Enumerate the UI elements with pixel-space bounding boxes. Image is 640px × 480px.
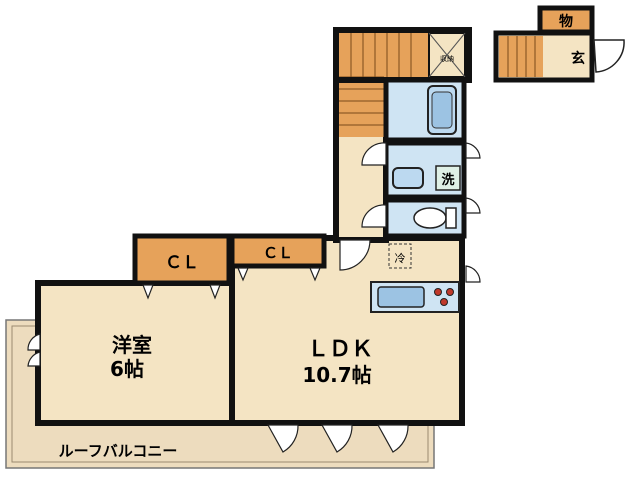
- balcony-door-3[interactable]: [376, 424, 409, 453]
- ldk-entry-door[interactable]: [339, 239, 371, 271]
- doors: [27, 142, 481, 453]
- western-room: [35, 280, 235, 426]
- closet-1-label: ＣＬ: [165, 253, 199, 273]
- balcony-door-2[interactable]: [320, 424, 353, 453]
- wash-door-2[interactable]: [465, 197, 481, 214]
- toilet-icon: [413, 207, 457, 229]
- western-room-name: 洋室: [112, 333, 152, 357]
- closet-2-label: ＣＬ: [263, 244, 293, 262]
- bath-door[interactable]: [361, 142, 387, 166]
- wash-door[interactable]: [465, 142, 481, 159]
- closet-1: [132, 233, 232, 286]
- entrance-label: 玄: [571, 50, 585, 67]
- closet-2: [229, 233, 327, 269]
- balcony-label: ルーフバルコニー: [59, 442, 178, 460]
- balcony-door-1[interactable]: [266, 424, 299, 453]
- western-room-size: 6帖: [110, 357, 144, 381]
- ldk-side-door[interactable]: [465, 265, 481, 283]
- ldk-size: 10.7帖: [302, 363, 371, 387]
- fridge-label: 冷: [395, 252, 406, 265]
- entrance-door[interactable]: [593, 39, 625, 73]
- toilet-door[interactable]: [361, 204, 387, 228]
- kitchen-sink-icon: [377, 286, 425, 308]
- room-door-2[interactable]: [27, 351, 41, 367]
- washer-space: [435, 165, 461, 191]
- staircase: [339, 33, 429, 137]
- ldk-name: ＬＤＫ: [307, 337, 373, 362]
- room-door[interactable]: [27, 333, 41, 351]
- stove-icon: [434, 288, 454, 306]
- sink-icon: [392, 167, 424, 189]
- stair-storage-label: 収納: [440, 54, 454, 63]
- entrance-stairs: [499, 36, 543, 77]
- washer-label: 洗: [441, 172, 454, 188]
- fridge-space: [388, 243, 412, 269]
- storage-label: 物: [559, 13, 573, 30]
